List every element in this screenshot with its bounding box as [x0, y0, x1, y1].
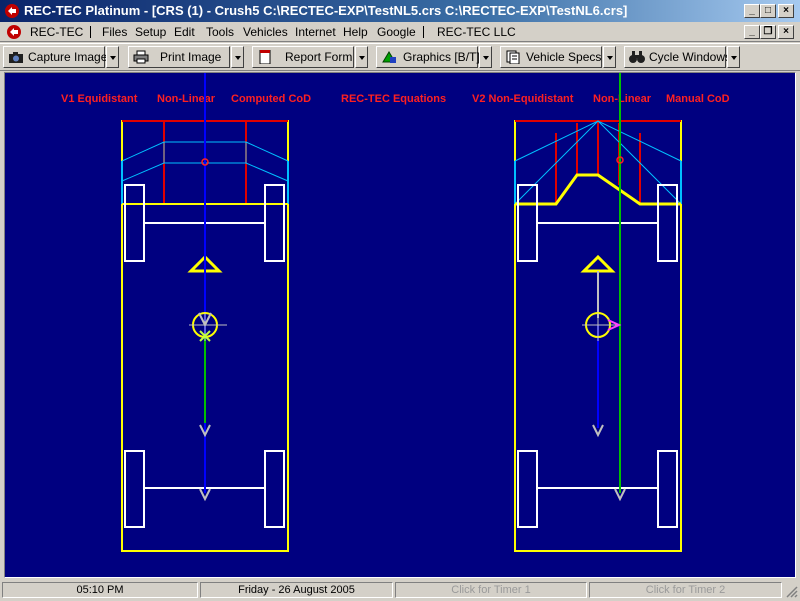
close-button[interactable]: × — [778, 4, 794, 18]
timer-2-button[interactable]: Click for Timer 2 — [589, 582, 782, 598]
v2-mode: Non-Linear — [593, 93, 652, 105]
graphics-button[interactable]: Graphics [B/T] — [376, 46, 480, 68]
v2-front-right-wheel — [657, 184, 678, 262]
child-minimize-button[interactable]: _ — [744, 25, 760, 39]
child-close-button[interactable]: × — [778, 25, 794, 39]
menu-setup[interactable]: Setup — [135, 25, 167, 39]
vehicle-1[interactable] — [121, 73, 289, 552]
v1-rear-right-wheel — [264, 450, 285, 528]
v1-rear-left-wheel — [124, 450, 145, 528]
minimize-button[interactable]: _ — [744, 4, 760, 18]
v1-cod: Computed CoD — [231, 93, 311, 105]
v1-cod-marker — [201, 158, 209, 166]
v2-rear-right-wheel — [657, 450, 678, 528]
title-bar[interactable]: REC-TEC Platinum - [CRS (1) - Crush5 C:\… — [0, 0, 800, 22]
status-bar: 05:10 PM Friday - 26 August 2005 Click f… — [0, 580, 800, 600]
toolbar: Capture Image Print Image Report Form Gr… — [0, 43, 800, 71]
v2-arrow-icon — [592, 424, 604, 438]
v2-cod-marker — [616, 156, 624, 164]
report-icon — [259, 50, 271, 64]
v1-arrow-icon — [199, 424, 211, 438]
menu-internet[interactable]: Internet — [295, 25, 336, 39]
v1-mode: Non-Linear — [157, 93, 216, 105]
cycle-windows-button[interactable]: Cycle Windows — [624, 46, 731, 68]
menu-company[interactable]: REC-TEC LLC — [437, 25, 516, 39]
crush-diagram: V1 Equidistant Non-Linear Computed CoD R… — [61, 73, 730, 552]
menu-help[interactable]: Help — [343, 25, 368, 39]
menu-edit[interactable]: Edit — [174, 25, 195, 39]
v1-arrow-icon — [199, 488, 211, 502]
menu-rec-tec[interactable]: REC-TEC — [30, 25, 84, 39]
menu-files[interactable]: Files — [102, 25, 128, 39]
child-restore-button[interactable]: ❐ — [760, 25, 776, 39]
vehicle-2[interactable] — [514, 73, 682, 552]
camera-icon — [9, 52, 23, 63]
timer-1-button[interactable]: Click for Timer 1 — [395, 582, 587, 598]
v1-front-left-wheel — [124, 184, 145, 262]
report-form-dropdown[interactable] — [355, 46, 368, 68]
status-date: Friday - 26 August 2005 — [200, 582, 393, 598]
status-time: 05:10 PM — [2, 582, 198, 598]
menu-separator — [90, 26, 91, 38]
v2-crush-profile-inner — [514, 120, 682, 205]
v2-label: V2 Non-Equidistant — [472, 93, 574, 105]
capture-image-dropdown[interactable] — [106, 46, 119, 68]
specs-icon — [506, 50, 520, 64]
graphics-dropdown[interactable] — [479, 46, 492, 68]
print-image-button[interactable]: Print Image — [128, 46, 230, 68]
v1-label: V1 Equidistant — [61, 93, 138, 105]
v1-impact-x-icon — [199, 330, 211, 342]
vehicle-specs-button[interactable]: Vehicle Specs — [500, 46, 602, 68]
menu-vehicles[interactable]: Vehicles — [243, 25, 288, 39]
menu-bar: REC-TEC Files Setup Edit Tools Vehicles … — [0, 22, 800, 42]
window-title: REC-TEC Platinum - [CRS (1) - Crush5 C:\… — [24, 3, 628, 18]
binoculars-icon — [629, 51, 645, 63]
crush-diagram-canvas[interactable]: V1 Equidistant Non-Linear Computed CoD R… — [4, 72, 796, 578]
resize-grip-icon[interactable] — [784, 584, 798, 598]
menu-separator — [423, 26, 424, 38]
v2-front-left-wheel — [517, 184, 538, 262]
v2-rear-left-wheel — [517, 450, 538, 528]
capture-image-button[interactable]: Capture Image — [3, 46, 107, 68]
v2-crushed-front — [515, 173, 681, 206]
v2-cod: Manual CoD — [666, 93, 730, 105]
maximize-button[interactable]: □ — [760, 4, 776, 18]
document-icon[interactable] — [6, 24, 22, 40]
app-icon[interactable] — [4, 3, 20, 19]
graphics-icon — [382, 51, 396, 63]
v1-front-right-wheel — [264, 184, 285, 262]
report-form-button[interactable]: Report Form — [252, 46, 354, 68]
menu-tools[interactable]: Tools — [206, 25, 235, 39]
vehicle-specs-dropdown[interactable] — [603, 46, 616, 68]
menu-google[interactable]: Google — [377, 25, 416, 39]
print-image-dropdown[interactable] — [231, 46, 244, 68]
printer-icon — [133, 50, 149, 64]
v2-rotation-arrow-icon — [607, 319, 622, 331]
v2-direction-triangle — [580, 254, 616, 273]
center-label: REC-TEC Equations — [341, 93, 446, 105]
v1-arrow-icon — [198, 312, 212, 328]
cycle-windows-dropdown[interactable] — [727, 46, 740, 68]
v2-arrow-icon — [614, 488, 626, 502]
